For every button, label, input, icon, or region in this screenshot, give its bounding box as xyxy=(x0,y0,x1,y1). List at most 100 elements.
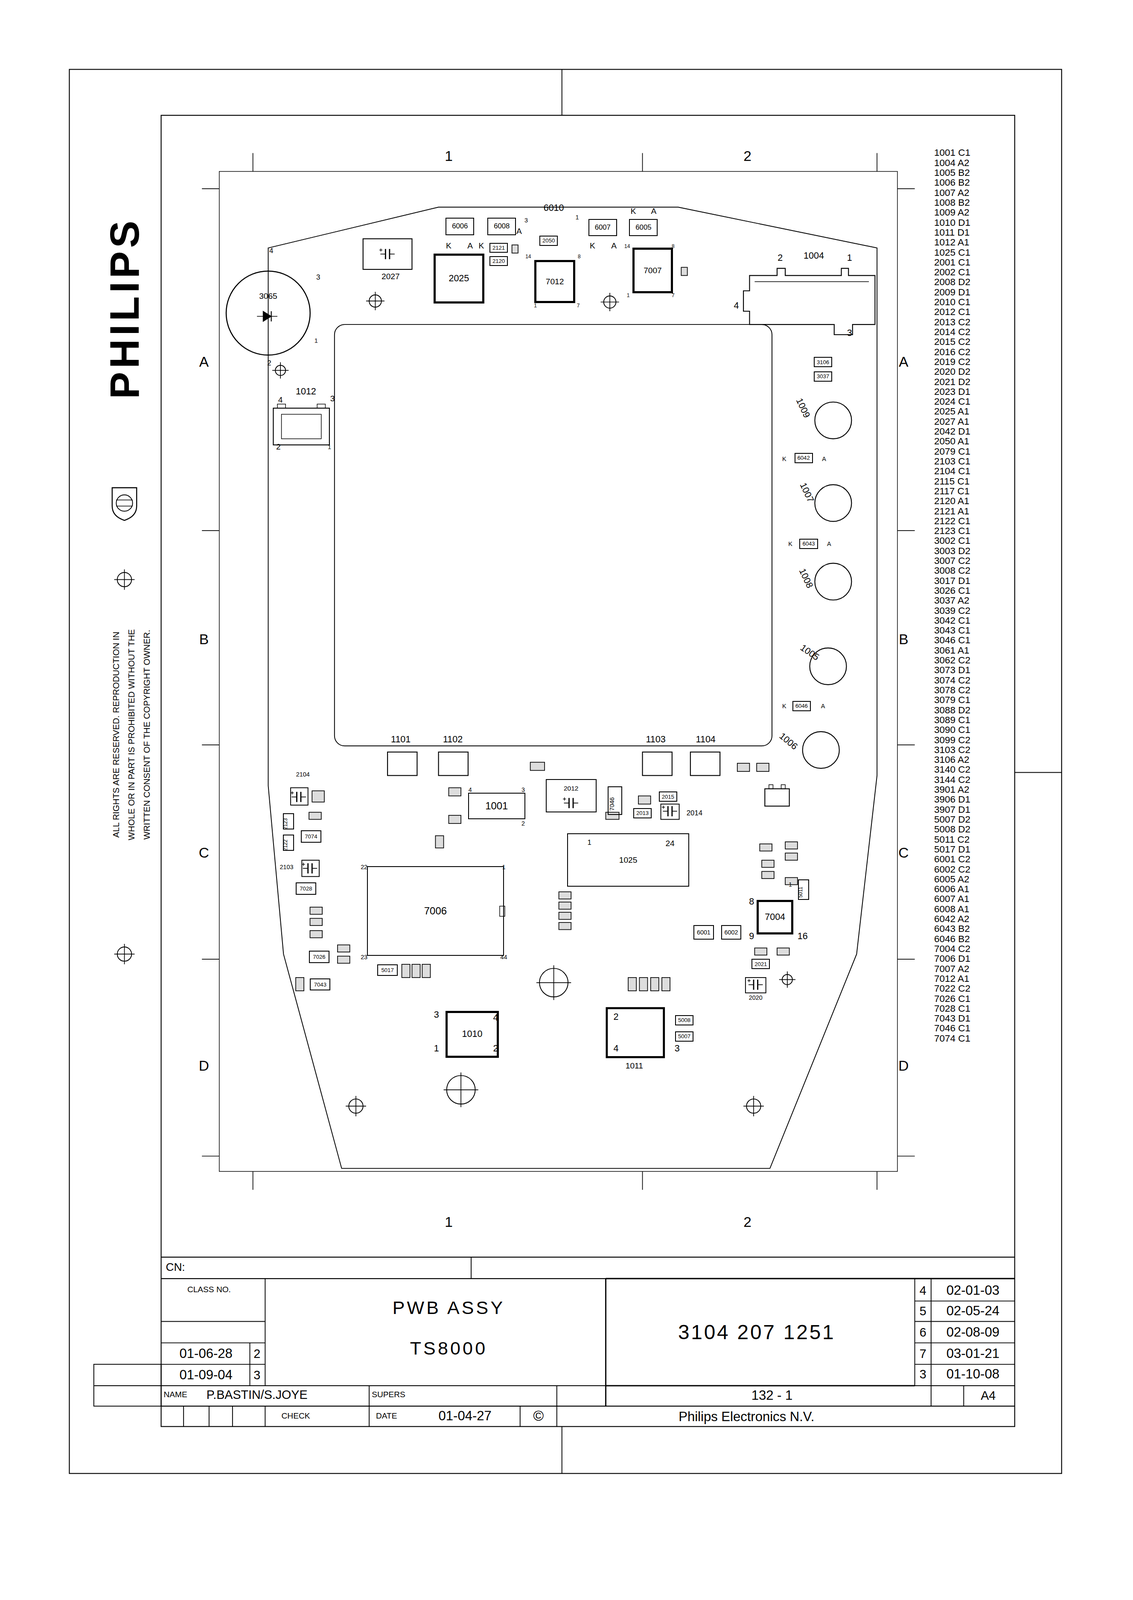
grid-label: B xyxy=(199,632,209,647)
component-box: 3037 xyxy=(813,371,833,382)
smd-chip xyxy=(761,859,775,868)
reference-list-entry: 2115 C1 xyxy=(934,476,970,486)
part-number: 7012 xyxy=(545,277,565,286)
reference-list-entry: 3901 A2 xyxy=(934,784,970,795)
pcb-outline xyxy=(268,206,878,1168)
component-box: 5017 xyxy=(377,964,398,976)
smd-chip xyxy=(628,977,637,991)
grid-tick xyxy=(897,744,915,746)
part-number: 1010 xyxy=(462,1029,483,1039)
reference-list-entry: 1006 B2 xyxy=(934,177,970,188)
reference-list-entry: 2009 D1 xyxy=(934,287,971,298)
reference-list-entry: 3106 A2 xyxy=(934,754,970,765)
reference-list-entry: 6008 A1 xyxy=(934,904,970,914)
capacitor-lead xyxy=(311,867,318,869)
drawing-number: 3104 207 1251 xyxy=(678,1321,836,1343)
copyright-note: ALL RIGHTS ARE RESERVED. REPRODUCTION IN xyxy=(111,631,121,838)
pin-number: 1 xyxy=(327,443,332,450)
pin-number: K xyxy=(782,702,787,709)
part-number: 2027 xyxy=(381,272,400,281)
pin-number: 2 xyxy=(492,1043,499,1054)
part-number: 6010 xyxy=(543,203,565,213)
logo-globe xyxy=(116,494,133,511)
revision-date: 02-08-09 xyxy=(946,1325,1000,1339)
reference-list-entry: 2015 C2 xyxy=(934,337,971,347)
connector-outline xyxy=(273,407,330,445)
grid-label: D xyxy=(198,1058,210,1073)
reference-list-entry: 3103 C2 xyxy=(934,745,971,755)
reference-list-entry: 3062 C2 xyxy=(934,655,971,665)
contact-pad xyxy=(387,751,417,776)
reference-list-entry: 3046 C1 xyxy=(934,635,971,645)
part-number: 6042 xyxy=(797,454,810,461)
part-number: 7046 xyxy=(608,796,615,811)
pin-number: 1 xyxy=(587,838,592,847)
revision-number: 3 xyxy=(253,1368,261,1381)
reference-list-entry: 2117 C1 xyxy=(934,486,970,496)
part-number: 1104 xyxy=(696,734,716,745)
grid-tick xyxy=(201,1155,220,1157)
frame-line xyxy=(208,1405,210,1427)
smd-chip xyxy=(559,922,572,930)
capacitor-lead xyxy=(672,810,678,812)
reference-list-entry: 2025 A1 xyxy=(934,406,970,417)
pin-number: 2 xyxy=(521,819,525,826)
part-number: 6007 xyxy=(594,224,611,232)
reference-list-entry: 1012 A1 xyxy=(934,237,970,248)
pin-number: 8 xyxy=(671,244,675,250)
reference-list-entry: 7007 A2 xyxy=(934,963,970,973)
battery-circle-line xyxy=(226,270,311,356)
capacitor-lead xyxy=(300,796,306,798)
pin-number: 8 xyxy=(577,254,581,260)
pin-number: 1 xyxy=(847,253,853,263)
pin-number: 23 xyxy=(360,953,368,960)
part-number: 2103 xyxy=(279,863,294,870)
smd-chip xyxy=(661,977,670,991)
smd-chip xyxy=(559,901,572,909)
component-box: 2123 xyxy=(282,812,295,830)
pin-number: 8 xyxy=(748,897,755,907)
crystal-outline xyxy=(606,1007,665,1058)
reference-list-entry: 3043 C1 xyxy=(934,625,971,635)
title-field: DATE xyxy=(375,1411,398,1420)
part-number: 5008 xyxy=(678,1016,691,1023)
grid-tick xyxy=(201,744,220,746)
capacitor-lead xyxy=(302,867,309,869)
revision-number: 2 xyxy=(253,1347,261,1360)
frame-line xyxy=(561,1426,563,1474)
part-number: 2013 xyxy=(636,809,649,816)
revision-date: 03-01-21 xyxy=(946,1346,1000,1361)
pin-number: A xyxy=(516,227,522,236)
pin-number: 1 xyxy=(533,303,537,309)
brand-logo-text: PHILIPS xyxy=(104,217,146,399)
title-field: CHECK xyxy=(281,1411,311,1420)
grid-label: 1 xyxy=(444,1214,453,1229)
grid-frame xyxy=(219,171,898,1172)
frame-line xyxy=(161,1405,1015,1407)
pin-tab xyxy=(768,784,774,789)
reference-list-entry: 2050 A1 xyxy=(934,436,970,446)
revision-date: 02-01-03 xyxy=(946,1283,1000,1297)
hole-cross xyxy=(609,292,611,312)
pin-number: 4 xyxy=(468,786,472,793)
connector-outline xyxy=(743,268,875,335)
pin-number: 7 xyxy=(671,293,675,299)
part-number: 6006 xyxy=(451,222,468,231)
reference-list-entry: 2020 D2 xyxy=(934,366,971,377)
pin-number: K xyxy=(782,455,787,462)
pin-number: 3 xyxy=(433,1010,440,1020)
part-number: 1001 xyxy=(485,800,508,811)
revision-number: 7 xyxy=(919,1347,927,1360)
logo-wave xyxy=(116,505,133,507)
hole-cross xyxy=(124,943,126,965)
frame-line xyxy=(605,1278,607,1406)
part-number: 6008 xyxy=(493,222,510,231)
capacitor-outline xyxy=(290,787,309,805)
reference-list-entry: 2122 C1 xyxy=(934,516,971,526)
pin-number: 4 xyxy=(613,1043,619,1054)
grid-tick xyxy=(252,1170,254,1190)
capacitor-lead xyxy=(573,802,579,804)
smd-chip xyxy=(337,944,350,952)
battery-circle: 3065 xyxy=(225,270,312,356)
